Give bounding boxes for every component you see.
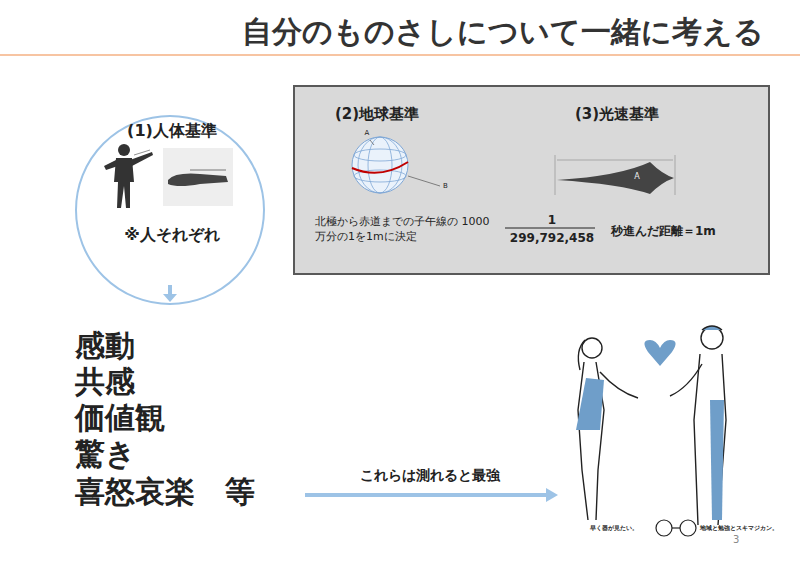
- standard-note: ※人それぞれ: [124, 225, 220, 246]
- emotion-word: 驚き: [75, 434, 136, 475]
- emotion-word: 感動: [75, 326, 135, 367]
- standard-heading: (2)地球基準: [335, 105, 419, 124]
- logo-text: 早く器が見たい。: [590, 524, 638, 533]
- emotion-word: 価値観: [75, 398, 165, 439]
- logo: [656, 520, 696, 536]
- standard-heading: (3)光速基準: [575, 105, 659, 124]
- panel-fill: [294, 86, 769, 274]
- arm: [168, 174, 228, 186]
- standard-description: 北極から赤道までの子午線の 1000万分の1を1mに決定: [315, 215, 490, 245]
- diagram-letter: A: [365, 129, 370, 137]
- page-number: 3: [733, 534, 739, 545]
- emotion-word: 共感: [75, 362, 135, 403]
- arm-photo: [163, 148, 233, 206]
- two-people: [576, 326, 726, 525]
- slide-title: 自分のものさしについて一緒に考える: [242, 12, 764, 53]
- standard-circle: (1)人体基準 ※人それぞれ: [75, 115, 265, 305]
- arrow-label: これらは測れると最強: [360, 467, 500, 485]
- logo-text: 地域と勉強とスキマジカン。: [700, 524, 778, 533]
- fraction-numerator: 1: [548, 213, 556, 227]
- human-figure: [104, 144, 153, 208]
- fraction-bar: [505, 228, 595, 229]
- light-wave: [555, 155, 675, 195]
- diagram-letter: A: [634, 172, 639, 181]
- fraction-denominator: 299,792,458: [510, 231, 594, 245]
- standards-panel: (2)地球基準北極から赤道までの子午線の 1000万分の1を1mに決定 (3)光速…: [293, 85, 770, 275]
- standard-heading: (1)人体基準: [127, 121, 217, 142]
- emotion-word: 喜怒哀楽 等: [75, 472, 255, 513]
- standard-description: 秒進んだ距離＝1m: [611, 223, 716, 240]
- title-rule: [0, 54, 800, 56]
- right-arrow: [305, 493, 548, 497]
- globe: [352, 137, 440, 193]
- diagram-letter: B: [443, 182, 448, 190]
